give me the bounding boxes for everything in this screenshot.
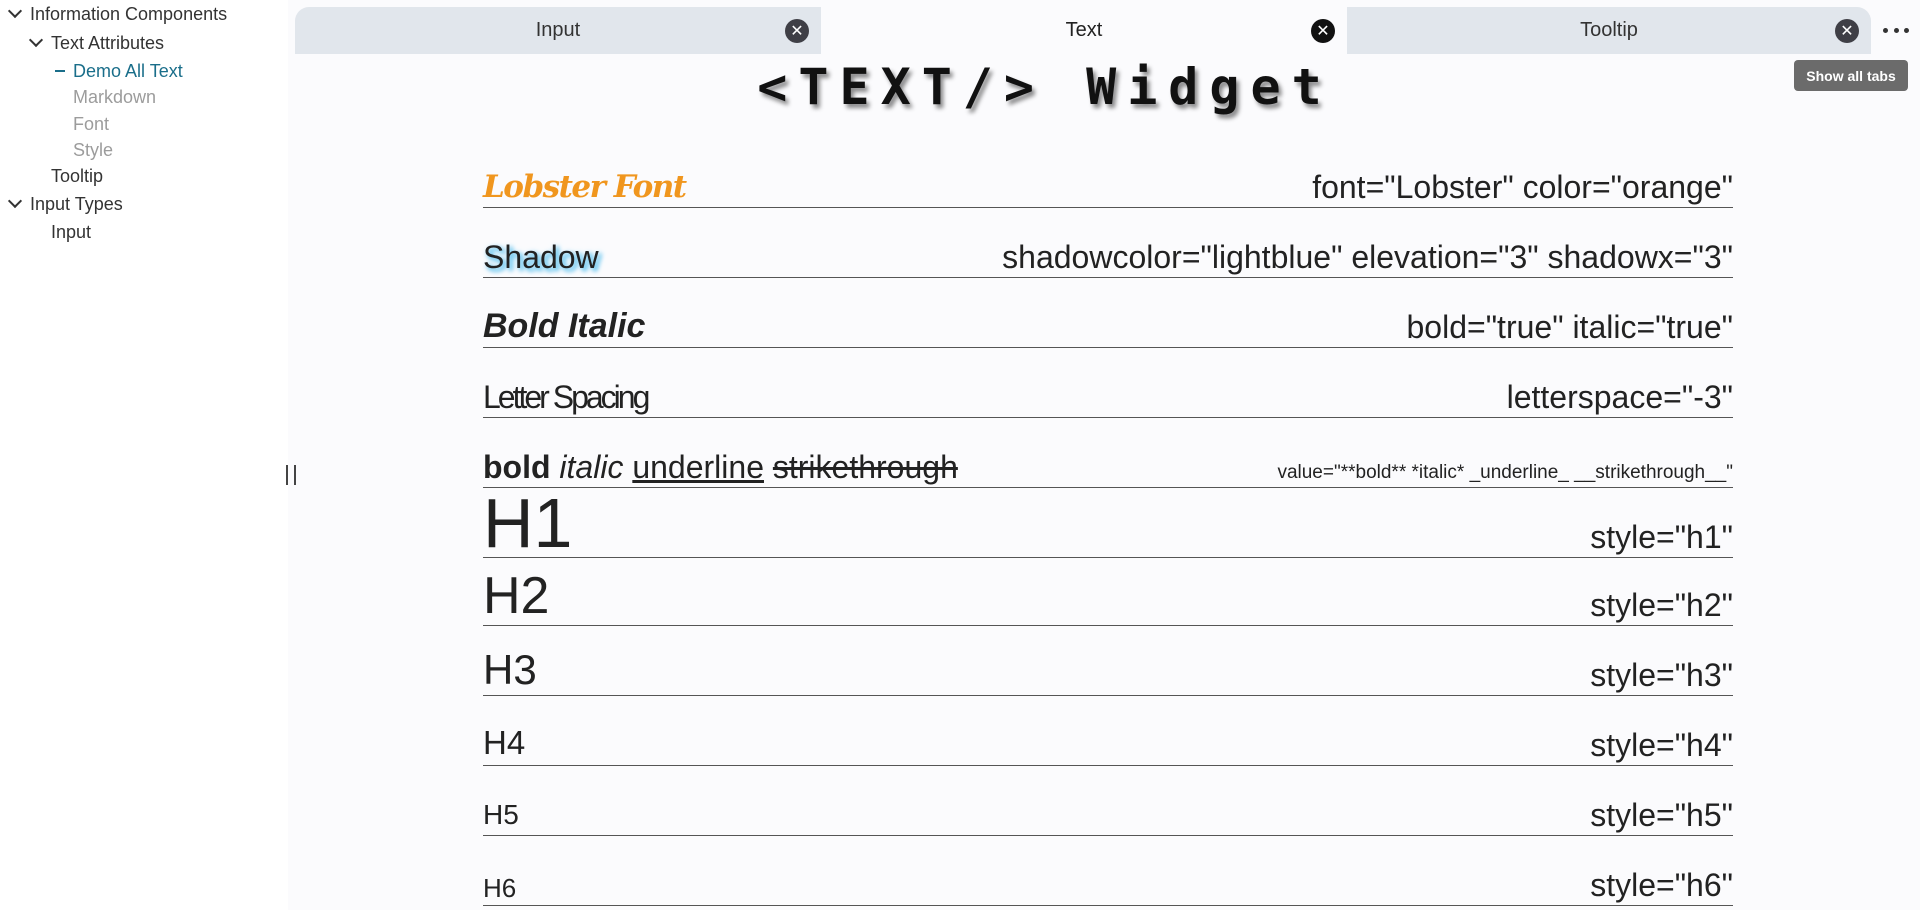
tree-item-label: Demo All Text [73,60,183,81]
tree-item-style[interactable]: Style [73,137,113,163]
attribute-text: bold="true" italic="true" [1406,309,1734,345]
demo-row-h4: H4 style="h4" [483,698,1733,766]
tab-input[interactable]: Input ✕ [295,7,821,54]
panel-resize-handle[interactable] [286,465,296,487]
markdown-sample: bold italic underline strikethrough [483,451,958,483]
close-icon[interactable]: ✕ [1835,19,1859,43]
attribute-text: value="**bold** *italic* _underline_ __s… [1277,462,1733,483]
tree-item-label: Tooltip [51,165,104,186]
h2-sample: H2 [483,567,550,625]
tree-item-label: Input [51,221,92,242]
attribute-text: style="h1" [1590,519,1733,555]
h4-sample: H4 [483,724,526,761]
tab-tooltip[interactable]: Tooltip ✕ [1347,7,1871,54]
shadow-sample: Shadow [483,239,599,275]
sidebar-tree: Information Components Text Attributes D… [0,0,288,910]
demo-row-shadow: Shadow shadowcolor="lightblue" elevation… [483,220,1733,278]
chevron-down-icon[interactable] [0,193,30,209]
demo-row-h2: H2 style="h2" [483,558,1733,626]
lobster-font-sample: Lobster Font [483,169,687,205]
attribute-text: shadowcolor="lightblue" elevation="3" sh… [1002,239,1733,275]
tree-item-input[interactable]: Input [51,219,91,245]
h6-sample: H6 [483,873,517,903]
tree-item-label: Input Types [30,193,123,214]
chevron-down-icon[interactable] [0,3,30,19]
close-icon[interactable]: ✕ [1311,19,1335,43]
demo-row-h6: H6 style="h6" [483,838,1733,906]
show-all-tabs-tooltip: Show all tabs [1794,60,1908,91]
demo-row-lobster: Lobster Font font="Lobster" color="orang… [483,150,1733,208]
tab-bar: Input ✕ Text ✕ Tooltip ✕ [295,7,1871,54]
tab-label: Input [535,19,581,41]
attribute-text: style="h6" [1590,867,1733,903]
tab-text[interactable]: Text ✕ [821,7,1347,54]
tree-item-information-components[interactable]: Information Components [0,1,227,27]
tree-item-label: Style [73,139,114,160]
demo-row-h1: H1 style="h1" [483,484,1733,562]
demo-row-markdown: bold italic underline strikethrough valu… [483,430,1733,488]
markdown-bold: bold [483,449,551,485]
close-icon[interactable]: ✕ [785,19,809,43]
tree-item-markdown[interactable]: Markdown [73,84,156,110]
demo-row-letter-spacing: Letter Spacing letterspace="-3" [483,360,1733,418]
tree-item-text-attributes[interactable]: Text Attributes [21,30,164,56]
attribute-text: style="h3" [1590,657,1733,693]
tab-label: Text [1065,19,1103,41]
more-options-icon[interactable] [1883,17,1909,43]
h1-sample: H1 [483,484,573,562]
tree-item-label: Markdown [73,86,157,107]
demo-row-h3: H3 style="h3" [483,628,1733,696]
chevron-down-icon[interactable] [21,32,51,48]
tree-item-demo-all-text[interactable]: Demo All Text [55,58,183,84]
markdown-underline: underline [632,449,764,485]
markdown-italic: italic [559,449,624,485]
page-title: <TEXT/> Widget [757,58,1333,116]
attribute-text: font="Lobster" color="orange" [1312,169,1733,205]
demo-row-h5: H5 style="h5" [483,768,1733,836]
attribute-text: style="h5" [1590,797,1733,833]
markdown-strikethrough: strikethrough [772,449,958,485]
active-dash-icon [55,70,65,72]
letter-spacing-sample: Letter Spacing [483,379,650,415]
attribute-text: style="h2" [1590,587,1733,623]
tree-item-input-types[interactable]: Input Types [0,191,123,217]
attribute-text: style="h4" [1590,727,1733,763]
tree-item-label: Font [73,113,110,134]
tree-item-label: Information Components [30,3,228,24]
tab-label: Tooltip [1580,19,1638,41]
demo-row-bold-italic: Bold Italic bold="true" italic="true" [483,290,1733,348]
attribute-text: letterspace="-3" [1506,379,1733,415]
tree-item-font[interactable]: Font [73,111,109,137]
h5-sample: H5 [483,799,519,830]
tree-item-tooltip[interactable]: Tooltip [51,163,103,189]
bold-italic-sample: Bold Italic [483,307,646,345]
h3-sample: H3 [483,646,537,693]
tree-item-label: Text Attributes [51,32,165,53]
